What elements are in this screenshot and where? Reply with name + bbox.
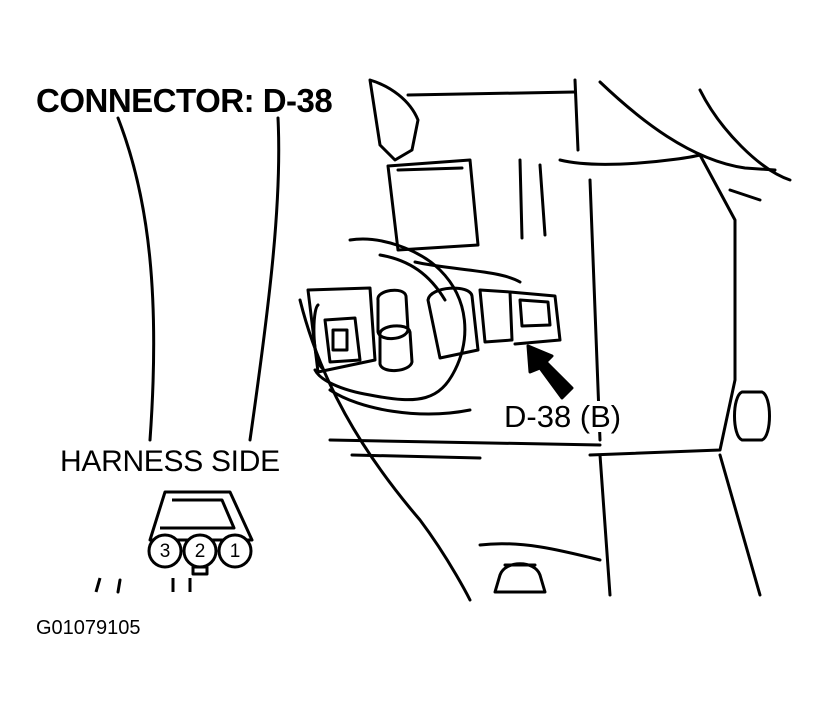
harness-connector [94, 490, 254, 593]
connector-callout-label: D-38 (B) [502, 399, 624, 434]
callout-arrow [526, 344, 574, 400]
side-bolt [733, 390, 771, 442]
figure-code: G01079105 [36, 617, 141, 639]
pin-label-2: 2 [194, 541, 206, 562]
pin-1 [217, 533, 253, 569]
lower-bolt [493, 562, 547, 594]
title-leader-right [248, 116, 281, 442]
pin-label-3: 3 [159, 541, 171, 562]
connector-title: CONNECTOR: D-38 [36, 82, 333, 119]
harness-side-label: HARNESS SIDE [60, 445, 280, 478]
pin-3 [147, 533, 183, 569]
connector-cylinder-2 [378, 324, 414, 372]
title-leader-left [116, 116, 156, 442]
bracket-shape [386, 158, 480, 252]
upper-pipe [368, 78, 420, 162]
pin-label-1: 1 [229, 541, 241, 562]
hand [313, 237, 467, 402]
right-panel [598, 80, 777, 172]
